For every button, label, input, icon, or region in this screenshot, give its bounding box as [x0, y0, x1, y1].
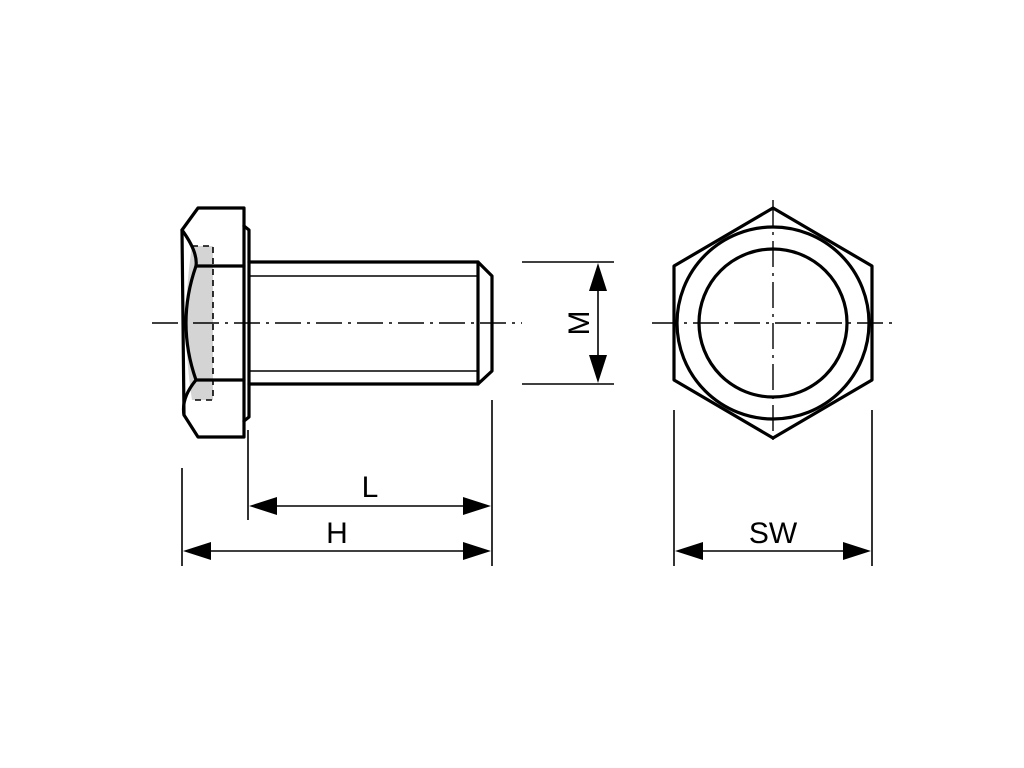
bolt-side-view — [152, 206, 522, 439]
head-arc-top — [180, 228, 198, 268]
l-label: L — [362, 471, 379, 504]
h-arrow-right — [463, 542, 491, 560]
h-arrow-left — [183, 542, 211, 560]
bolt-end-view — [652, 200, 895, 446]
sw-label: SW — [749, 517, 798, 550]
m-arrow-bottom — [589, 355, 607, 383]
head-arc-bottom — [181, 378, 198, 417]
dimension-m: M — [522, 261, 614, 385]
sw-arrow-right — [843, 542, 871, 560]
l-arrow-right — [463, 497, 491, 515]
m-arrow-top — [589, 263, 607, 291]
m-label: M — [563, 311, 596, 336]
dimension-l: L — [247, 400, 493, 566]
sw-arrow-left — [675, 542, 703, 560]
h-label: H — [326, 517, 348, 550]
l-arrow-left — [249, 497, 277, 515]
dimension-h: H — [181, 468, 491, 566]
dimension-sw: SW — [673, 410, 873, 566]
